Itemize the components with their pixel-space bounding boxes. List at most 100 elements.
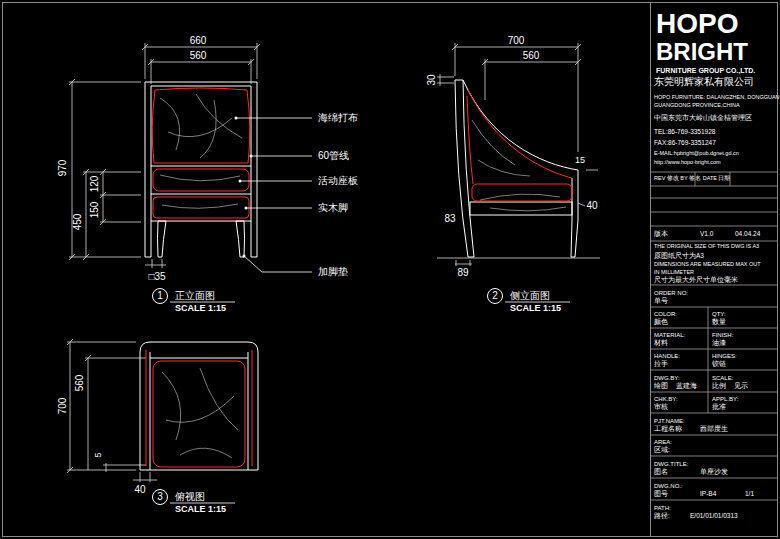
- title-block-grid: [708, 307, 709, 413]
- title-block-grid: [650, 285, 777, 286]
- title-block-grid: [650, 478, 777, 479]
- dimension-text: 83: [444, 214, 455, 224]
- title-block-grid: [650, 435, 777, 436]
- fabric-wrinkles: [180, 448, 232, 458]
- view-title-line: [170, 503, 235, 504]
- title-block-text: 中国东莞市大岭山镇金桔管理区: [654, 115, 752, 122]
- title-block-text: DWG.BY:: [654, 375, 680, 381]
- front-view-chair: [145, 82, 257, 257]
- side-view-dimensions: [485, 62, 578, 63]
- title-block-text: IP-B4: [700, 491, 716, 498]
- title-block-grid: [650, 212, 777, 213]
- front-view-chair: [151, 194, 251, 195]
- dimension-text: 660: [190, 36, 207, 46]
- fabric-wrinkles: [490, 207, 566, 211]
- top-view-dimensions: [106, 463, 107, 472]
- side-view-dimensions: [455, 47, 578, 48]
- fabric-wrinkles: [480, 194, 560, 200]
- front-view-dimensions: [83, 169, 89, 260]
- scale-text: SCALE 1:15: [510, 304, 561, 313]
- front-view-dimensions: [103, 172, 104, 222]
- side-view-dimensions: [455, 264, 472, 265]
- title-block-text: QTY:: [712, 311, 726, 317]
- title-block-text: TEL:86-769-3351928: [654, 129, 715, 136]
- front-view-dimensions: [69, 257, 141, 258]
- front-view-dimensions: [100, 169, 106, 225]
- title-block-text: APPL.BY:: [712, 396, 738, 402]
- front-view-dimensions: [145, 265, 166, 266]
- top-view-chair: [150, 352, 151, 470]
- callout-text: 实木脚: [318, 203, 348, 213]
- top-view-chair: [150, 358, 248, 359]
- top-view-chair: [140, 342, 258, 470]
- title-block-text: 拉手: [654, 361, 668, 368]
- title-block-text: DWG.NO.:: [654, 483, 683, 489]
- title-block-text: SCALE:: [712, 375, 733, 381]
- title-block-text: HOPO FURNITURE: DALANGZHEN, DONGGUAN: [654, 95, 780, 101]
- title-block-text: V1.0: [700, 231, 713, 238]
- title-block-text: http://www.hopo-bright.com: [654, 160, 721, 166]
- front-view-chair: [151, 166, 251, 167]
- side-view-dimensions: [485, 59, 486, 100]
- dimension-text: 700: [58, 398, 68, 415]
- front-view-dimensions: [69, 79, 75, 260]
- side-view-dimensions: [578, 203, 585, 206]
- title-block-text: 工程名称: [654, 426, 682, 433]
- side-view-chair: [470, 202, 572, 215]
- title-block-text: 区域:: [654, 447, 670, 454]
- title-block-grid: [650, 198, 777, 199]
- title-block-text: E/01/01/01/0313: [690, 513, 738, 520]
- title-block-text: IN MILLIMETER: [654, 270, 694, 276]
- view-title-line: [170, 302, 235, 303]
- fabric-wrinkles: [200, 368, 238, 430]
- title-block-text: DIMENSIONS ARE MEASURED MAX OUT: [654, 262, 761, 268]
- fabric-wrinkles: [160, 98, 180, 150]
- front-view-cushion: [153, 197, 249, 218]
- title-block-text: GUANGDONG PROVINCE,CHINA: [654, 103, 740, 109]
- title-block-grid: [650, 226, 777, 227]
- fabric-wrinkles: [472, 120, 566, 211]
- side-view-dimensions: [456, 260, 457, 266]
- fabric-wrinkles: [162, 368, 238, 458]
- title-block-grid: [650, 456, 777, 457]
- fabric-wrinkles: [160, 175, 240, 181]
- title-block-text: 铰链: [712, 361, 726, 368]
- view-title: 侧立面图: [510, 291, 550, 301]
- view-title-line: [170, 302, 570, 503]
- dimension-text: 560: [523, 51, 540, 61]
- title-block-text: 图名: [654, 469, 668, 476]
- dimension-text: 560: [75, 375, 85, 392]
- title-block-grid: [650, 172, 777, 500]
- view-number: 2: [492, 291, 498, 301]
- leader-dot: [245, 207, 248, 210]
- title-block-grid: [650, 500, 777, 501]
- front-view-chair: [236, 221, 245, 257]
- title-block-grid: [650, 370, 777, 371]
- dimension-text: 120: [90, 176, 100, 193]
- side-view-chair: [463, 80, 474, 257]
- view-number: 1: [157, 291, 163, 301]
- fabric-wrinkles: [166, 396, 234, 422]
- title-block-grid: [650, 307, 777, 308]
- front-view-cushion: [153, 169, 249, 191]
- dimension-text: 89: [457, 268, 468, 278]
- dimension-text: 450: [73, 214, 83, 231]
- callout-leader: [236, 118, 312, 272]
- leader-dot: [239, 180, 242, 183]
- dimension-text: 15: [575, 156, 585, 165]
- dimension-text: 40: [586, 201, 597, 211]
- dimension-text: 700: [508, 36, 525, 46]
- fabric-wrinkles: [168, 118, 232, 137]
- front-view-dimensions: [145, 43, 146, 79]
- title-block-text: 比例: [712, 383, 726, 390]
- title-block-text: FINISH:: [712, 332, 733, 338]
- title-block-text: 尺寸为最大外尺寸单位毫米: [654, 277, 738, 284]
- front-view-dimensions: [86, 172, 87, 257]
- callout-leader: [240, 181, 312, 182]
- top-view-dimensions: [150, 472, 151, 482]
- fabric-wrinkles: [472, 120, 515, 165]
- front-view-dimensions: [83, 172, 141, 173]
- view-number-circle: 3: [152, 489, 168, 505]
- title-block-text: PATH:: [654, 505, 671, 511]
- title-block-grid: [650, 392, 777, 393]
